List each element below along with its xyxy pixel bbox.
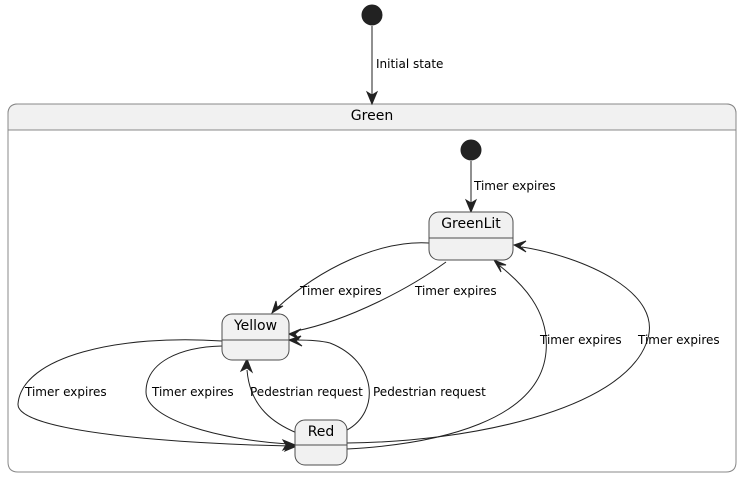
transition-red-to-greenlit-outer[interactable] [346, 246, 650, 444]
state-label-red: Red [307, 424, 335, 440]
transition-label-timer-expires-mid-right: Timer expires [415, 284, 497, 298]
state-label-greenlit: GreenLit [441, 216, 501, 232]
state-yellow[interactable] [221, 313, 290, 361]
transition-yellow-to-red-outer[interactable] [17, 339, 291, 447]
arrowhead-initial-to-greenlit [464, 198, 478, 214]
transition-yellow-to-greenlit[interactable] [295, 261, 447, 332]
transition-red-to-greenlit-inner[interactable] [346, 265, 547, 450]
arrowhead-red-to-greenlit-outer [512, 240, 527, 253]
transition-yellow-to-red-inner[interactable] [145, 345, 289, 445]
transition-label-timer-expires-mid-left: Timer expires [300, 284, 382, 298]
transition-label-pedestrian-request-1: Pedestrian request [250, 385, 363, 399]
transition-label-timer-expires-right-2: Timer expires [638, 333, 720, 347]
transition-label-timer-expires-bottom-1: Timer expires [25, 385, 107, 399]
transition-red-to-yellow-left[interactable] [246, 369, 298, 434]
arrowhead-yellow-to-red-inner [281, 438, 297, 452]
transition-label-timer-expires-right-1: Timer expires [540, 333, 622, 347]
arrowhead-red-to-greenlit-inner [492, 258, 507, 273]
state-greenlit[interactable] [428, 211, 514, 261]
state-label-yellow: Yellow [233, 318, 278, 334]
transition-label-pedestrian-request-2: Pedestrian request [373, 385, 486, 399]
state-red[interactable] [294, 419, 348, 466]
initial-state-dot-outer[interactable] [361, 4, 383, 26]
transition-label-initial-state: Initial state [376, 57, 444, 71]
composite-state-title: Green [350, 108, 394, 124]
transition-label-timer-expires-bottom-2: Timer expires [152, 385, 234, 399]
transition-greenlit-to-yellow[interactable] [276, 242, 430, 309]
arrowhead-initial-to-green [365, 90, 379, 106]
transition-red-to-yellow-right[interactable] [329, 342, 370, 431]
arrowhead-red-to-yellow-left [239, 357, 254, 374]
initial-state-dot-inner[interactable] [460, 139, 482, 161]
arrowhead-red-to-yellow-right [287, 335, 303, 347]
transition-label-timer-expires-inner: Timer expires [474, 179, 556, 193]
composite-state-green-header [7, 103, 737, 131]
transition-red-to-yellow-right-tail[interactable] [295, 339, 331, 344]
arrowhead-greenlit-to-yellow [271, 300, 284, 315]
